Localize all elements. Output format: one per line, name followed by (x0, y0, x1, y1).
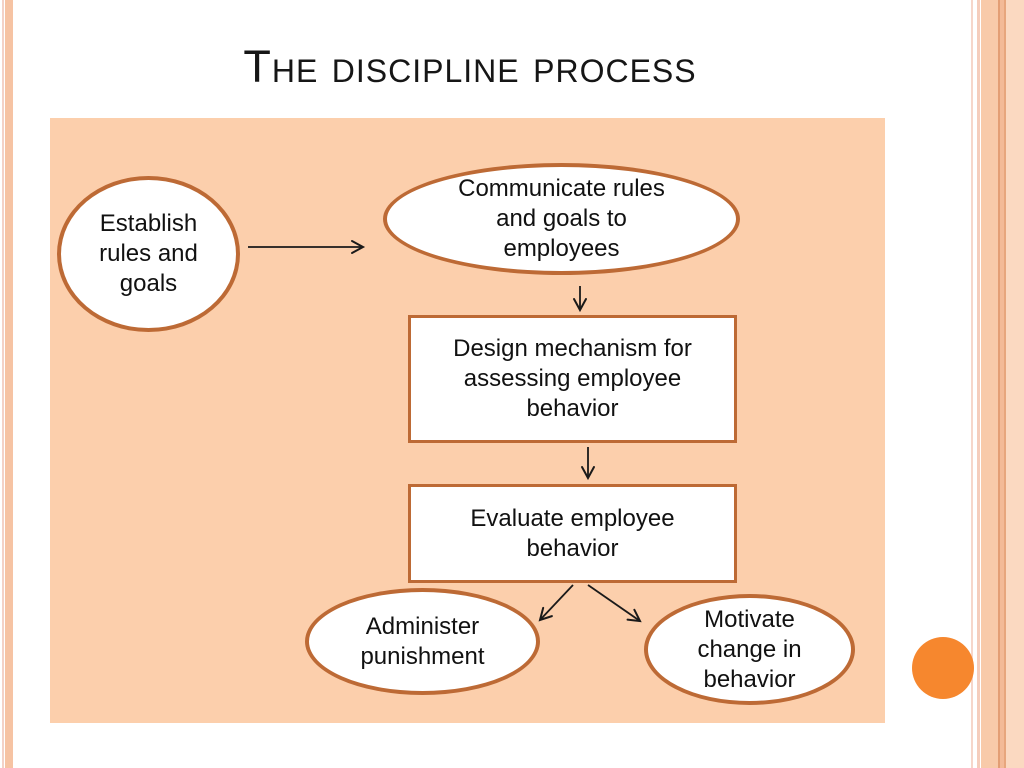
accent-circle (912, 637, 974, 699)
node-label: Motivate change in behavior (697, 605, 802, 693)
node-evaluate-employee-behavior: Evaluate employee behavior (408, 484, 737, 583)
node-label: Administer punishment (360, 612, 485, 670)
slide-title: The discipline process (243, 41, 697, 92)
left-border-stripe-inner (5, 0, 13, 768)
right-border-stripe-7 (1006, 0, 1024, 768)
right-border-stripe-4 (998, 0, 1000, 768)
node-administer-punishment: Administer punishment (305, 588, 540, 695)
right-border-stripe-1 (971, 0, 973, 768)
arrow-evaluate-to-motivate (587, 584, 642, 623)
flow-arrows (248, 240, 642, 623)
node-establish-rules-and-goals: Establish rules and goals (57, 176, 240, 332)
left-border-stripe-outer (2, 0, 4, 768)
node-communicate-rules-and-goals: Communicate rules and goals to employees (383, 163, 740, 275)
node-label: Evaluate employee behavior (470, 504, 675, 562)
node-design-mechanism: Design mechanism for assessing employee … (408, 315, 737, 443)
right-border-stripe-6 (1004, 0, 1006, 768)
right-border-stripe-5 (1000, 0, 1004, 768)
diagram-panel: Establish rules and goals Communicate ru… (50, 118, 885, 723)
node-label: Design mechanism for assessing employee … (453, 335, 692, 422)
right-border-stripe-3 (981, 0, 998, 768)
arrow-evaluate-to-administer (538, 584, 574, 622)
right-border-stripe-2 (977, 0, 980, 768)
node-label: Communicate rules and goals to employees (458, 175, 665, 262)
node-label: Establish rules and goals (99, 210, 198, 297)
node-motivate-change-in-behavior: Motivate change in behavior (644, 594, 855, 705)
